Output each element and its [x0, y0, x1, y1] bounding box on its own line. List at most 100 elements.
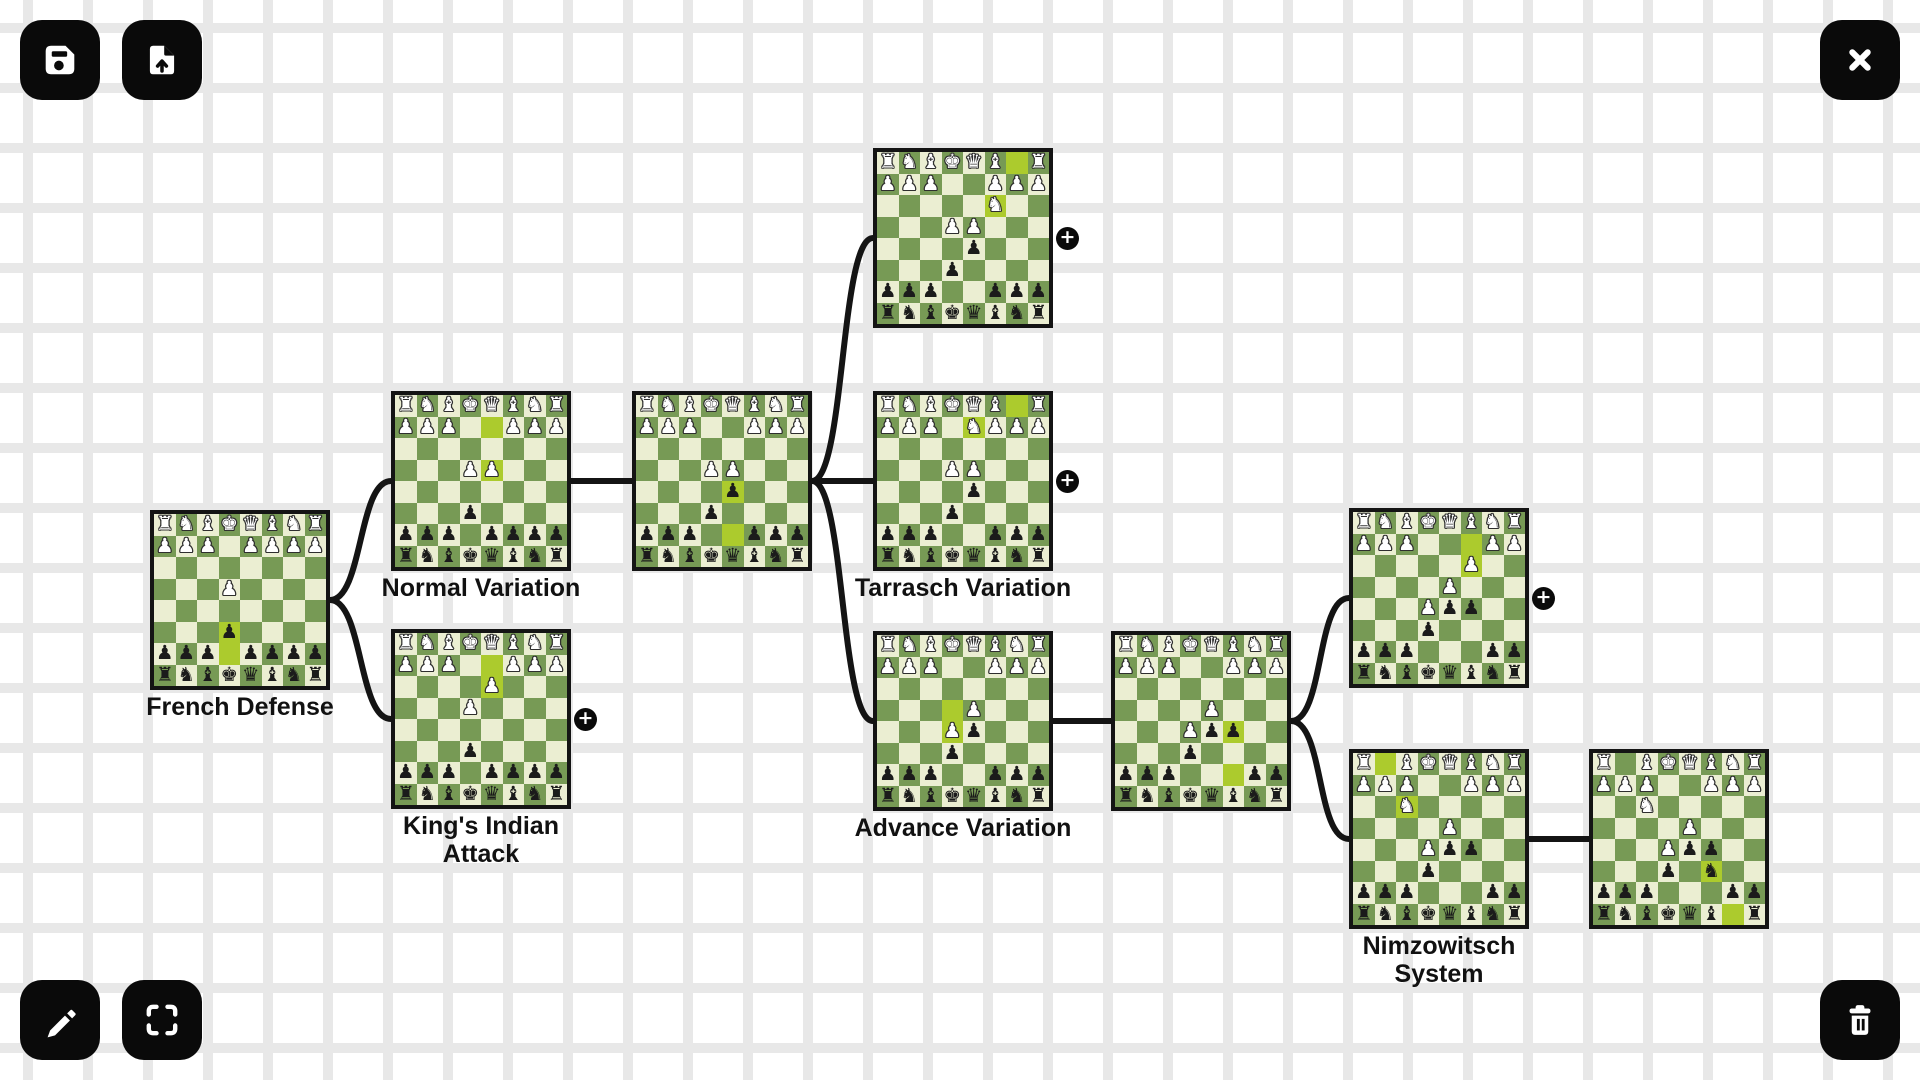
board-node-french[interactable]: ♜♞♝♚♛♝♞♜♟♟♟♟♟♟♟♟♟♟♟♟♟♟♟♟♜♞♝♚♛♝♞♜French D… — [146, 510, 334, 721]
board-label: King's Indian Attack — [403, 812, 559, 868]
white-piece-icon: ♞ — [1724, 751, 1742, 775]
board-square: ♟ — [1353, 881, 1375, 904]
expand-badge[interactable]: + — [574, 708, 597, 731]
board-square: ♞ — [1136, 785, 1158, 807]
board-square: ♟ — [1396, 881, 1418, 904]
delete-button[interactable] — [1820, 980, 1900, 1060]
board-node-nc6[interactable]: ♜♝♚♛♝♞♜♟♟♟♟♟♟♞♟♟♟♟♟♞♟♟♟♟♟♜♞♝♚♛♝♜ — [1589, 749, 1769, 929]
board-node-nimzo[interactable]: ♜♝♚♛♝♞♜♟♟♟♟♟♟♞♟♟♟♟♟♟♟♟♟♟♜♞♝♚♛♝♞♜Nimzowit… — [1349, 749, 1529, 987]
chess-board[interactable]: ♜♞♝♚♛♝♞♜♟♟♟♟♟♟♟♟♟♟♟♟♟♟♟♟♜♞♝♚♛♝♞♜ — [391, 391, 571, 571]
black-piece-icon: ♟ — [461, 738, 479, 762]
board-square: ♞ — [175, 513, 197, 536]
board-node-advance[interactable]: ♜♞♝♚♛♝♞♜♟♟♟♟♟♟♟♟♟♟♟♟♟♟♟♟♜♞♝♚♛♝♞♜Advance … — [855, 631, 1071, 842]
board-square: ♚ — [941, 785, 963, 807]
white-piece-icon: ♟ — [526, 652, 544, 676]
expand-badge[interactable]: + — [1056, 227, 1079, 250]
board-square — [1374, 796, 1396, 818]
board-square: ♟ — [963, 216, 985, 238]
board-square — [524, 676, 546, 698]
board-square: ♟ — [898, 280, 920, 303]
chess-board[interactable]: ♜♝♚♛♝♞♜♟♟♟♟♟♟♞♟♟♟♟♟♞♟♟♟♟♟♜♞♝♚♛♝♜ — [1589, 749, 1769, 929]
black-piece-icon: ♟ — [1616, 880, 1634, 904]
board-square: ♟ — [1460, 838, 1482, 861]
board-square — [722, 502, 744, 524]
board-square — [984, 502, 1006, 524]
board-square — [1244, 721, 1266, 743]
board-square: ♟ — [1374, 640, 1396, 663]
export-button[interactable] — [122, 20, 202, 100]
board-square — [1482, 839, 1504, 861]
black-piece-icon: ♞ — [526, 781, 544, 805]
board-square — [1374, 839, 1396, 861]
board-node-tarrasch[interactable]: ♜♞♝♚♛♝♜♟♟♟♞♟♟♟♟♟♟♟♟♟♟♟♟♟♜♞♝♚♛♝♞♜Tarrasch… — [855, 391, 1079, 602]
white-piece-icon: ♜ — [397, 631, 415, 655]
black-piece-icon: ♟ — [681, 522, 699, 546]
black-piece-icon: ♟ — [1505, 639, 1523, 663]
board-square — [1179, 764, 1201, 786]
expand-badge[interactable]: + — [1532, 587, 1555, 610]
board-square: ♟ — [941, 259, 963, 281]
black-piece-icon: ♞ — [1616, 901, 1634, 925]
board-square — [154, 621, 176, 643]
white-piece-icon: ♟ — [702, 457, 720, 481]
board-square — [175, 600, 197, 622]
expand-badge[interactable]: + — [1056, 470, 1079, 493]
chess-board[interactable]: ♜♞♝♚♛♝♞♜♟♟♟♟♟♟♟♟♟♟♟♟♟♟♟♟♜♞♝♚♛♝♞♜ — [1349, 508, 1529, 688]
board-square — [679, 481, 701, 503]
chess-board[interactable]: ♜♞♝♚♛♝♜♟♟♟♟♟♟♞♟♟♟♟♟♟♟♟♟♟♜♞♝♚♛♝♞♜ — [873, 148, 1053, 328]
white-piece-icon: ♟ — [1008, 171, 1026, 195]
board-node-c5[interactable]: ♜♞♝♚♛♝♞♜♟♟♟♟♟♟♟♟♟♟♟♟♟♟♟♟♜♞♝♚♛♝♞♜ — [1111, 631, 1291, 811]
board-square — [1006, 259, 1028, 281]
board-square — [1439, 641, 1461, 663]
white-piece-icon: ♟ — [986, 654, 1004, 678]
board-square — [1636, 860, 1658, 882]
chess-board[interactable]: ♜♞♝♚♛♝♞♜♟♟♟♟♟♟♟♟♟♟♟♟♟♟♟♟♜♞♝♚♛♝♞♜ — [150, 510, 330, 690]
board-square — [197, 621, 219, 643]
chess-board[interactable]: ♜♞♝♚♛♝♞♜♟♟♟♟♟♟♟♟♟♟♟♟♟♟♟♟♜♞♝♚♛♝♞♜ — [391, 629, 571, 809]
board-node-c3[interactable]: ♜♞♝♚♛♝♞♜♟♟♟♟♟♟♟♟♟♟♟♟♟♟♟♟♜♞♝♚♛♝♞♜+ — [1349, 508, 1555, 688]
board-square: ♛ — [963, 151, 985, 174]
board-square — [877, 459, 899, 481]
black-piece-icon: ♝ — [504, 781, 522, 805]
board-square — [283, 578, 305, 600]
board-node-d5[interactable]: ♜♞♝♚♛♝♞♜♟♟♟♟♟♟♟♟♟♟♟♟♟♟♟♟♜♞♝♚♛♝♞♜ — [632, 391, 812, 571]
black-piece-icon: ♜ — [1505, 901, 1523, 925]
board-square: ♞ — [898, 151, 920, 174]
board-square: ♛ — [1439, 662, 1461, 684]
chess-board[interactable]: ♜♞♝♚♛♝♜♟♟♟♞♟♟♟♟♟♟♟♟♟♟♟♟♟♜♞♝♚♛♝♞♜ — [873, 391, 1053, 571]
chess-board[interactable]: ♜♝♚♛♝♞♜♟♟♟♟♟♟♞♟♟♟♟♟♟♟♟♟♟♜♞♝♚♛♝♞♜ — [1349, 749, 1529, 929]
white-piece-icon: ♚ — [1419, 510, 1437, 534]
board-square — [1614, 860, 1636, 882]
board-node-kia[interactable]: ♜♞♝♚♛♝♞♜♟♟♟♟♟♟♟♟♟♟♟♟♟♟♟♟♜♞♝♚♛♝♞♜King's I… — [391, 629, 597, 867]
board-square: ♞ — [1614, 901, 1636, 925]
board-square: ♜ — [877, 545, 899, 567]
board-square — [1679, 774, 1701, 796]
chess-board[interactable]: ♜♞♝♚♛♝♞♜♟♟♟♟♟♟♟♟♟♟♟♟♟♟♟♟♜♞♝♚♛♝♞♜ — [873, 631, 1053, 811]
black-piece-icon: ♛ — [724, 543, 742, 567]
edit-button[interactable] — [20, 980, 100, 1060]
chess-board[interactable]: ♜♞♝♚♛♝♞♜♟♟♟♟♟♟♟♟♟♟♟♟♟♟♟♟♜♞♝♚♛♝♞♜ — [1111, 631, 1291, 811]
board-square: ♟ — [877, 173, 899, 195]
board-square: ♞ — [657, 545, 679, 567]
board-square: ♟ — [1222, 656, 1244, 678]
close-button[interactable] — [1820, 20, 1900, 100]
board-square — [1503, 555, 1525, 577]
white-piece-icon: ♟ — [1484, 772, 1502, 796]
white-piece-icon: ♟ — [1462, 772, 1480, 796]
save-button[interactable] — [20, 20, 100, 100]
board-square: ♟ — [197, 642, 219, 665]
board-square: ♜ — [1027, 634, 1049, 657]
board-node-normal[interactable]: ♜♞♝♚♛♝♞♜♟♟♟♟♟♟♟♟♟♟♟♟♟♟♟♟♜♞♝♚♛♝♞♜Normal V… — [382, 391, 580, 602]
white-piece-icon: ♝ — [1398, 510, 1416, 534]
board-square — [218, 643, 240, 665]
board-square: ♞ — [1722, 751, 1744, 775]
board-square — [1179, 678, 1201, 700]
board-square: ♟ — [1396, 533, 1418, 555]
chess-board[interactable]: ♜♞♝♚♛♝♞♜♟♟♟♟♟♟♟♟♟♟♟♟♟♟♟♟♜♞♝♚♛♝♞♜ — [632, 391, 812, 571]
black-piece-icon: ♜ — [1117, 783, 1135, 807]
black-piece-icon: ♝ — [440, 543, 458, 567]
board-square: ♝ — [743, 545, 765, 567]
board-node-nc3[interactable]: ♜♞♝♚♛♝♜♟♟♟♟♟♟♞♟♟♟♟♟♟♟♟♟♟♜♞♝♚♛♝♞♜+ — [873, 148, 1079, 328]
black-piece-icon: ♚ — [943, 300, 961, 324]
fit-view-button[interactable] — [122, 980, 202, 1060]
